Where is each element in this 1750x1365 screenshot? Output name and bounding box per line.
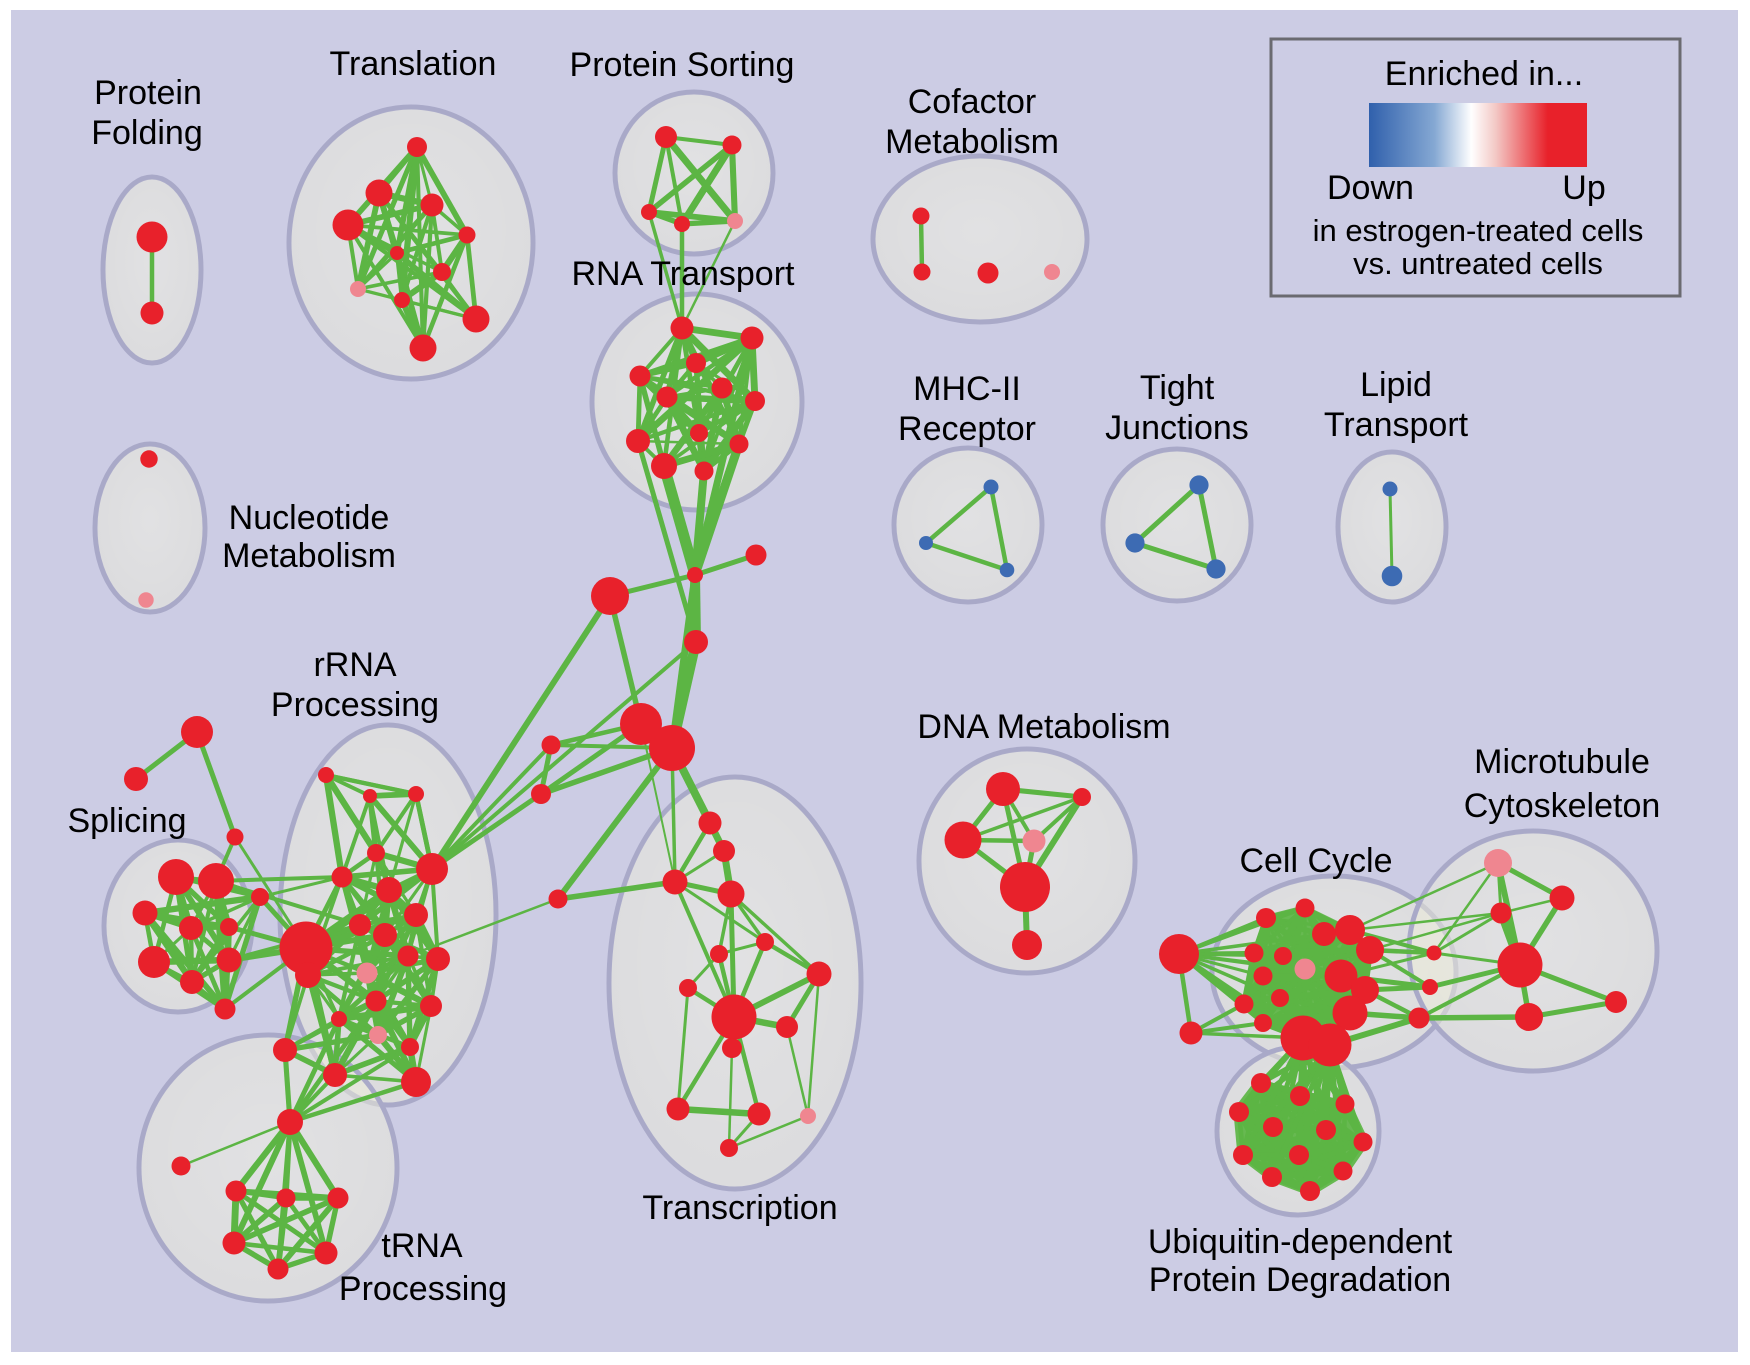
svg-text:Processing: Processing <box>271 686 439 724</box>
svg-text:DNA Metabolism: DNA Metabolism <box>917 708 1170 746</box>
svg-text:Protein: Protein <box>94 74 202 112</box>
svg-text:Ubiquitin-dependent: Ubiquitin-dependent <box>1148 1223 1453 1261</box>
svg-text:Junctions: Junctions <box>1105 409 1249 447</box>
svg-text:Transport: Transport <box>1324 406 1469 444</box>
svg-text:tRNA: tRNA <box>381 1227 463 1265</box>
svg-text:Up: Up <box>1562 169 1605 207</box>
svg-text:Metabolism: Metabolism <box>222 537 396 575</box>
svg-text:Protein Sorting: Protein Sorting <box>570 46 795 84</box>
svg-text:Metabolism: Metabolism <box>885 123 1059 161</box>
svg-text:Tight: Tight <box>1140 369 1215 407</box>
svg-text:Receptor: Receptor <box>898 410 1036 448</box>
svg-text:Down: Down <box>1327 169 1414 207</box>
svg-text:Microtubule: Microtubule <box>1474 743 1650 781</box>
svg-text:Splicing: Splicing <box>67 802 186 840</box>
svg-text:Lipid: Lipid <box>1360 366 1432 404</box>
svg-text:Transcription: Transcription <box>642 1189 837 1227</box>
svg-text:Translation: Translation <box>330 45 497 83</box>
svg-text:in estrogen-treated cells: in estrogen-treated cells <box>1313 213 1644 248</box>
svg-text:Folding: Folding <box>91 114 203 152</box>
svg-text:RNA Transport: RNA Transport <box>572 255 796 293</box>
svg-text:Nucleotide: Nucleotide <box>229 499 390 537</box>
svg-text:MHC-II: MHC-II <box>913 370 1021 408</box>
svg-text:vs. untreated cells: vs. untreated cells <box>1353 246 1603 281</box>
svg-text:Cytoskeleton: Cytoskeleton <box>1464 787 1661 825</box>
svg-text:rRNA: rRNA <box>313 646 396 684</box>
svg-text:Enriched in...: Enriched in... <box>1385 55 1583 93</box>
svg-text:Protein Degradation: Protein Degradation <box>1149 1261 1451 1299</box>
svg-text:Processing: Processing <box>339 1270 507 1308</box>
svg-text:Cell Cycle: Cell Cycle <box>1239 842 1392 880</box>
svg-text:Cofactor: Cofactor <box>908 83 1037 121</box>
